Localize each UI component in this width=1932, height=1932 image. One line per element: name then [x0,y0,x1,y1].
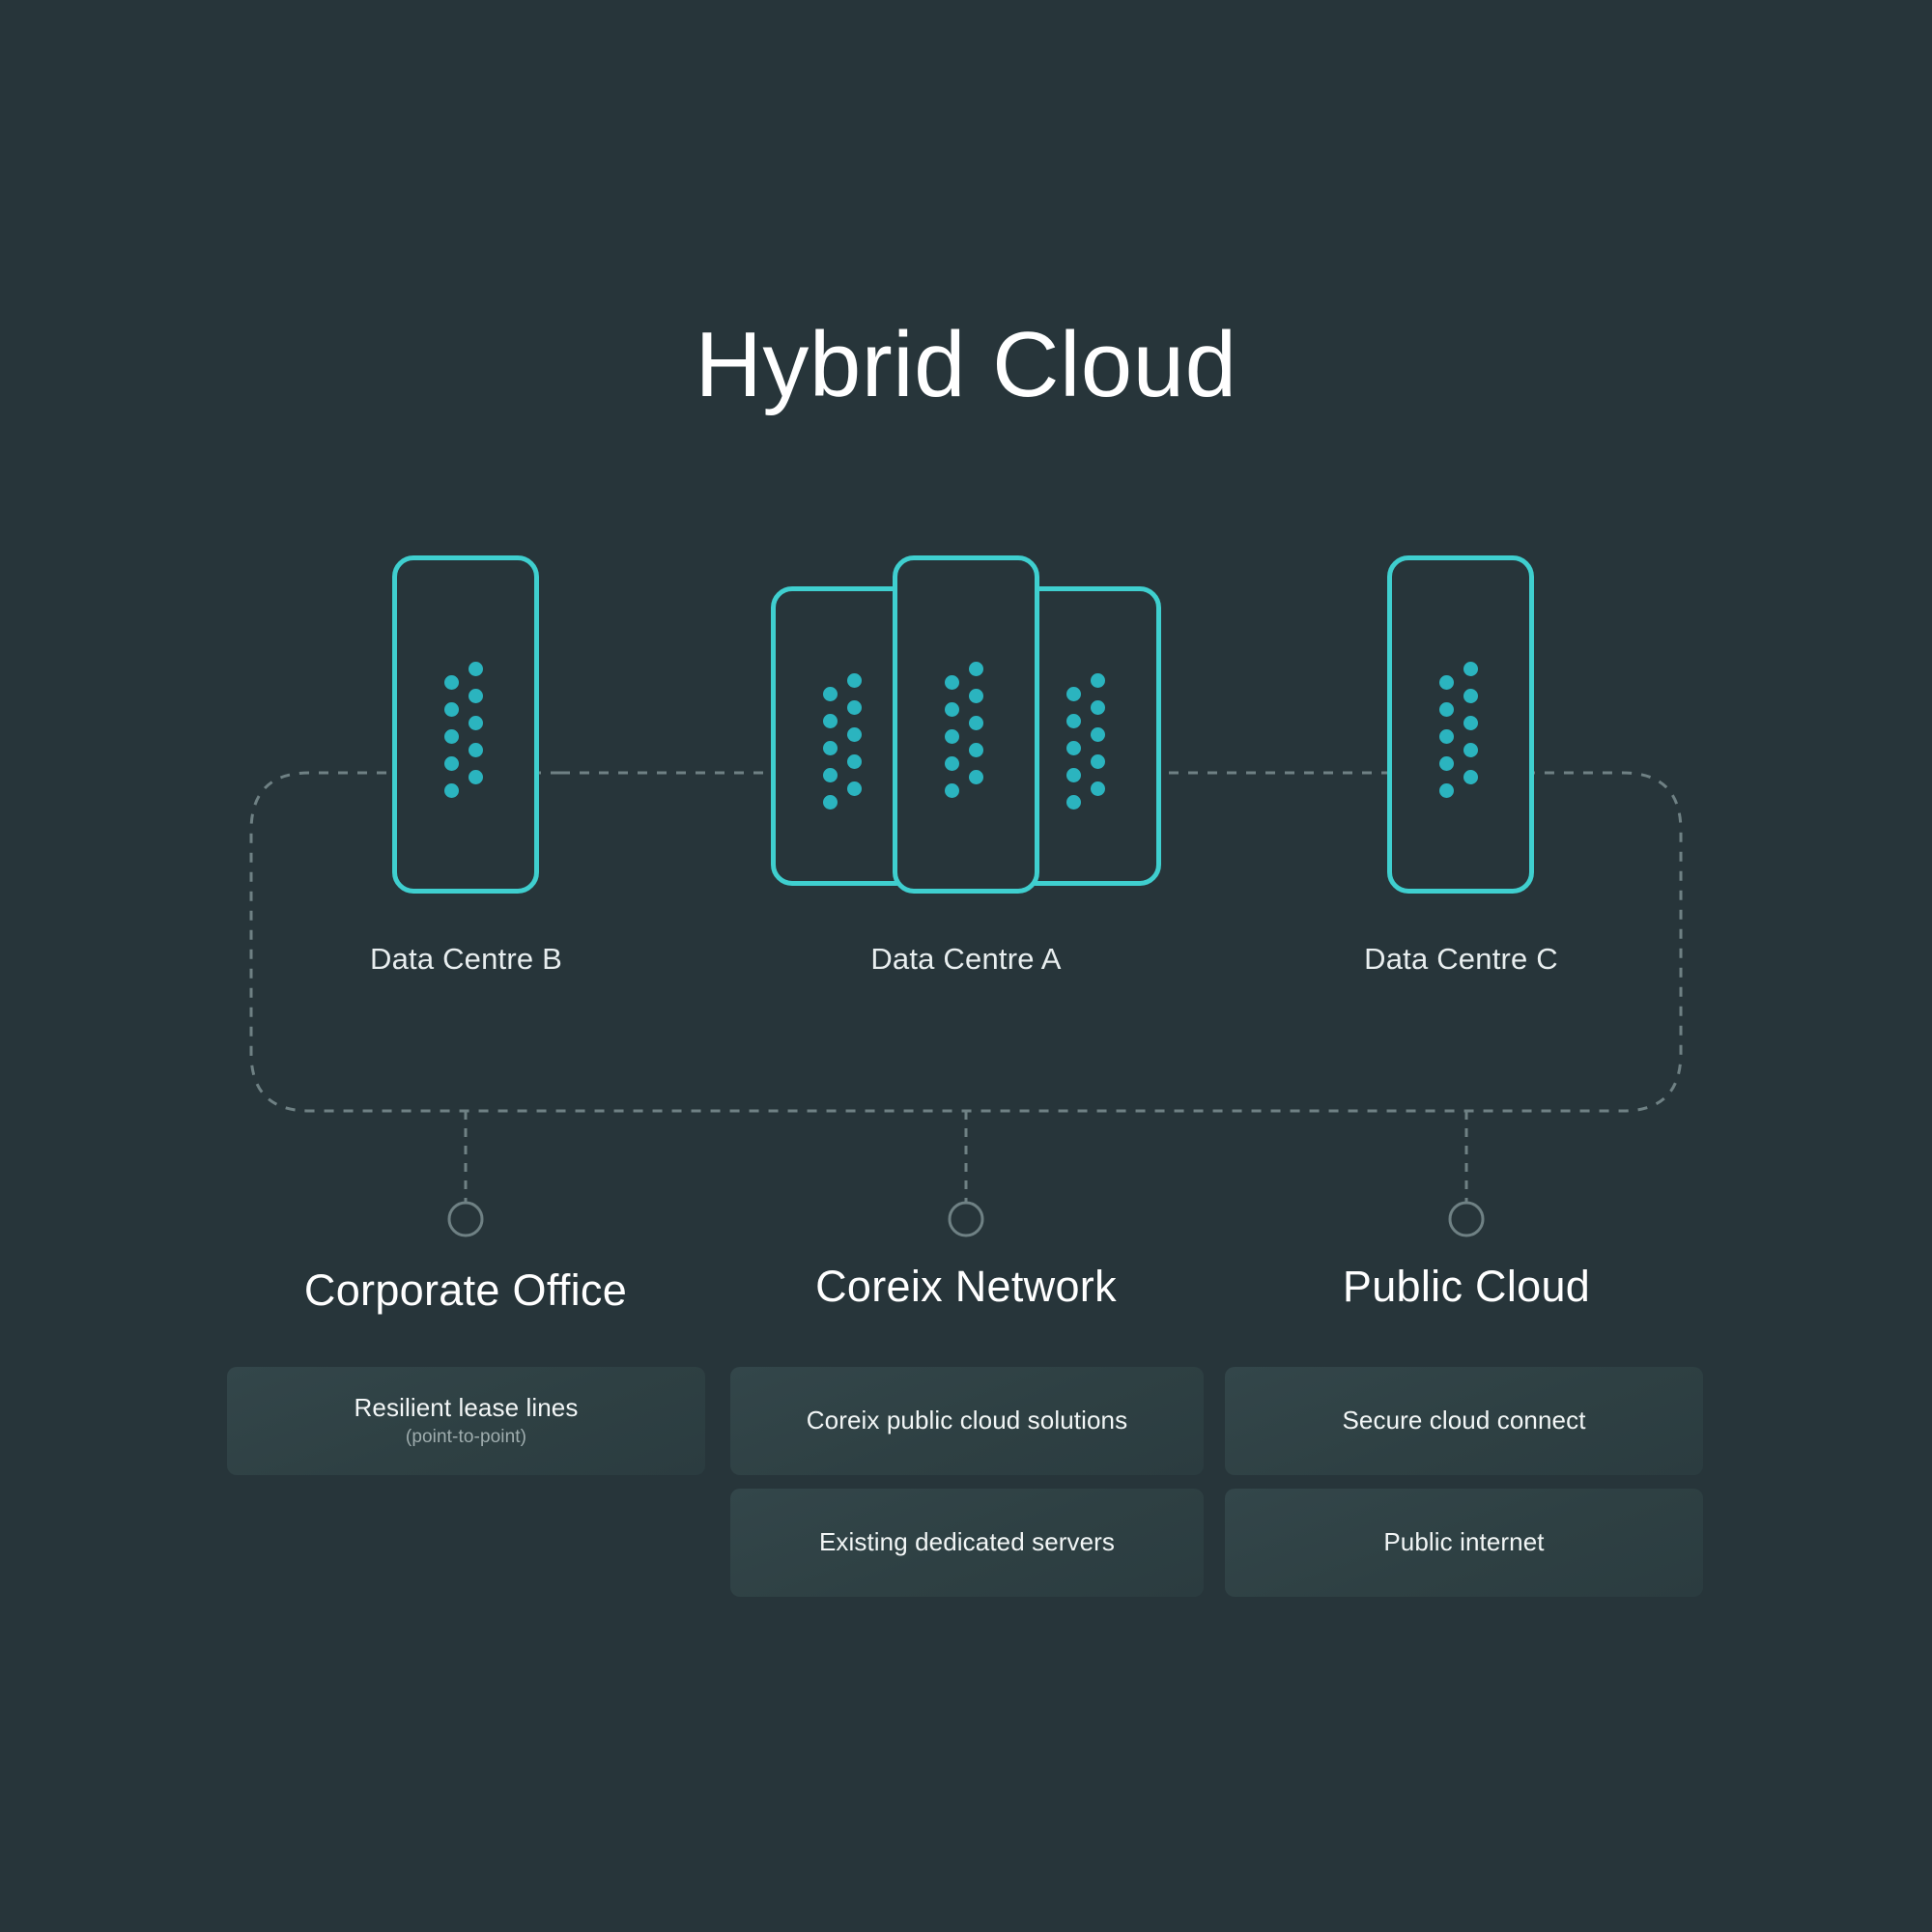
server-card [1387,555,1534,894]
data-centre-group-a[interactable]: Data Centre A [752,555,1180,976]
pill-column-coreix-network: Coreix public cloud solutions Existing d… [730,1367,1204,1597]
pill-title: Coreix public cloud solutions [806,1406,1128,1435]
data-centre-label: Data Centre A [870,942,1062,976]
pill-column-public-cloud: Secure cloud connect Public internet [1225,1367,1703,1597]
pill-title: Secure cloud connect [1342,1406,1586,1435]
endpoint-circle-coreix-network [948,1201,984,1237]
server-card [392,555,539,894]
section-heading-corporate-office: Corporate Office [303,1265,628,1315]
pill-coreix-public-cloud-solutions[interactable]: Coreix public cloud solutions [730,1367,1204,1475]
pill-title: Resilient lease lines [354,1393,579,1423]
page-title: Hybrid Cloud [695,313,1237,416]
server-dots [823,673,866,810]
pill-existing-dedicated-servers[interactable]: Existing dedicated servers [730,1489,1204,1597]
data-centre-group-b[interactable]: Data Centre B [338,555,594,976]
pill-title: Existing dedicated servers [818,1527,1116,1557]
pill-resilient-lease-lines[interactable]: Resilient lease lines (point-to-point) [227,1367,705,1475]
server-dots [444,662,487,798]
data-centre-label: Data Centre B [369,942,563,976]
data-centre-row: Data Centre B [0,555,1932,976]
endpoint-circle-public-cloud [1448,1201,1485,1237]
pill-subtitle: (point-to-point) [405,1426,527,1447]
section-heading-public-cloud: Public Cloud [1342,1262,1591,1311]
endpoint-circle-corporate-office [447,1201,484,1237]
server-card-center [893,555,1039,894]
pill-title: Public internet [1383,1527,1545,1557]
server-dots [1066,673,1109,810]
server-dots [945,662,987,798]
data-centre-group-c[interactable]: Data Centre C [1333,555,1589,976]
server-dots [1439,662,1482,798]
pill-secure-cloud-connect[interactable]: Secure cloud connect [1225,1367,1703,1475]
section-heading-coreix-network: Coreix Network [815,1262,1117,1311]
data-centre-label: Data Centre C [1364,942,1558,976]
pill-public-internet[interactable]: Public internet [1225,1489,1703,1597]
pill-column-corporate-office: Resilient lease lines (point-to-point) [227,1367,705,1475]
